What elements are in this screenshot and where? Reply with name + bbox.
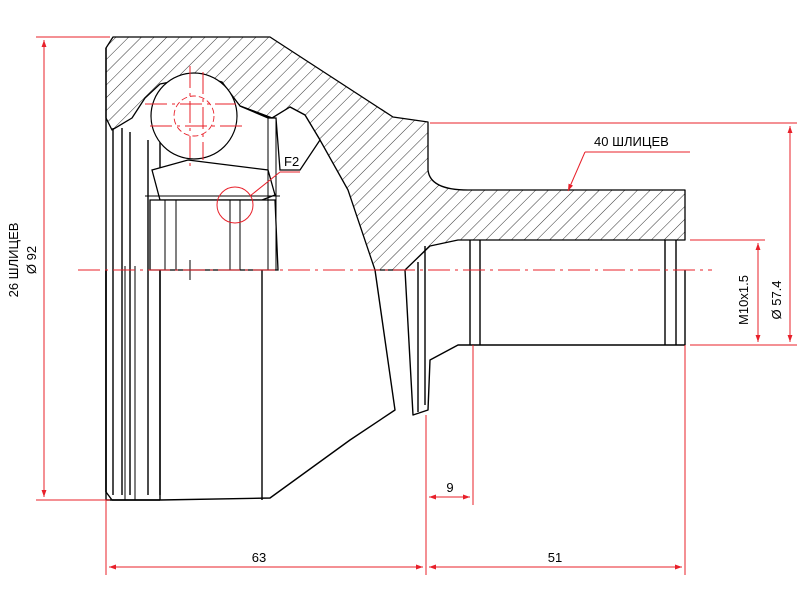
left-spline-label: 26 ШЛИЦЕВ [6, 223, 21, 298]
cage-section [151, 159, 276, 201]
outer-race-step [239, 105, 321, 171]
ball-pitch-circle [173, 95, 215, 137]
housing-bottom-left [105, 270, 160, 501]
right-diameter-label: Ø 57.4 [769, 280, 784, 319]
left-diameter-label: Ø 92 [24, 246, 39, 274]
ball [150, 72, 238, 160]
inner-race-section [149, 199, 279, 271]
dim-9-label: 9 [446, 480, 453, 495]
thread-outline [469, 240, 677, 345]
bore-outline [159, 270, 263, 500]
detail-circle [216, 186, 254, 224]
detail-label: F2 [284, 154, 299, 169]
stem-lower-outline [404, 269, 686, 416]
housing-section-hatched [105, 36, 686, 271]
detail-leader [249, 171, 281, 197]
dim-63-label: 63 [252, 550, 266, 565]
housing-outline-lower [105, 269, 396, 501]
spline-leader [567, 151, 586, 192]
dim-51-label: 51 [548, 550, 562, 565]
neck-lines [417, 246, 426, 412]
thread-label: M10x1.5 [736, 275, 751, 325]
inner-ring-outline [112, 128, 161, 495]
right-spline-label: 40 ШЛИЦЕВ [594, 134, 669, 149]
